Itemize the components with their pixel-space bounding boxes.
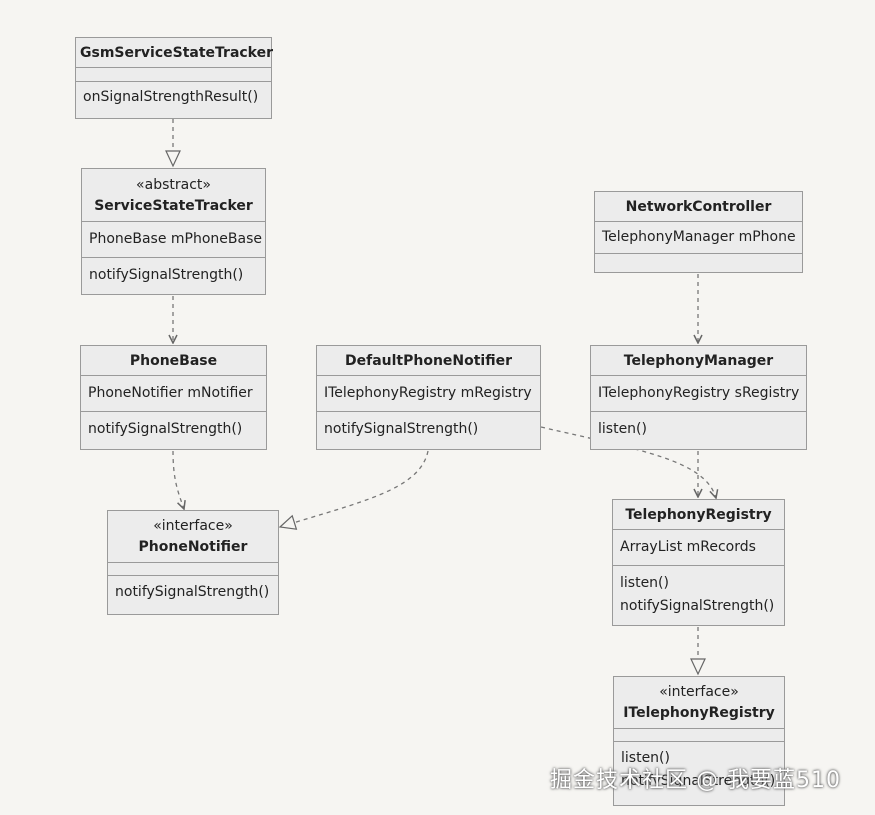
class-name: ServiceStateTracker [94,198,253,214]
methods-section: listen() [591,412,806,447]
method: notifySignalStrength() [115,584,270,600]
class-name: ITelephonyRegistry [623,705,775,721]
field: ArrayList mRecords [620,539,756,555]
class-networkcontroller: NetworkController TelephonyManager mPhon… [594,191,803,273]
method: notifySignalStrength() [324,421,479,437]
class-name: PhoneNotifier [138,539,248,555]
class-telephonymanager: TelephonyManager ITelephonyRegistry sReg… [590,345,807,450]
class-header: NetworkController [595,192,802,222]
method: listen() [598,421,647,437]
methods-section: notifySignalStrength() [108,576,278,609]
method: onSignalStrengthResult() [83,89,259,105]
fields-section [76,68,271,82]
field: PhoneNotifier mNotifier [88,385,253,401]
method: notifySignalStrength() [621,773,776,789]
methods-section: notifySignalStrength() [82,258,265,293]
class-name: NetworkController [625,199,772,215]
stereotype: «interface» [153,518,233,534]
class-defaultphonenotifier: DefaultPhoneNotifier ITelephonyRegistry … [316,345,541,450]
edge-phonebase-to-phonenotifier [172,450,184,509]
method: listen() [620,575,669,591]
methods-section: onSignalStrengthResult() [76,82,271,113]
class-header: GsmServiceStateTracker [76,38,274,68]
class-name: GsmServiceStateTracker [80,45,274,61]
fields-section [108,563,278,576]
fields-section [614,729,784,742]
methods-section: listen() notifySignalStrength() [614,742,784,798]
class-header: «interface» ITelephonyRegistry [614,677,784,729]
class-phonebase: PhoneBase PhoneNotifier mNotifier notify… [80,345,267,450]
fields-section: PhoneNotifier mNotifier [81,376,266,412]
methods-section: notifySignalStrength() [317,412,540,447]
edge-defaultphonenotifier-to-phonenotifier [278,450,429,530]
method: notifySignalStrength() [89,267,244,283]
class-name: TelephonyManager [623,353,774,369]
class-header: «abstract» ServiceStateTracker [82,169,265,222]
stereotype: «interface» [659,684,739,700]
fields-section: PhoneBase mPhoneBase [82,222,265,258]
class-header: TelephonyManager [591,346,806,376]
methods-section: notifySignalStrength() [81,412,266,447]
class-gsmservicestatetracker: GsmServiceStateTracker onSignalStrengthR… [75,37,274,119]
class-header: DefaultPhoneNotifier [317,346,540,376]
edge-defaultphonenotifier-to-telephonyregistry [540,426,716,498]
fields-section: ITelephonyRegistry sRegistry [591,376,806,412]
methods-section: listen() notifySignalStrength() [613,566,784,624]
class-name: DefaultPhoneNotifier [344,353,513,369]
class-header: «interface» PhoneNotifier [108,511,278,563]
method: listen() [621,750,670,766]
field: TelephonyManager mPhone [602,229,796,245]
field: PhoneBase mPhoneBase [89,231,263,247]
class-name: TelephonyRegistry [625,507,772,523]
class-header: TelephonyRegistry [613,500,784,530]
class-telephonyregistry: TelephonyRegistry ArrayList mRecords lis… [612,499,785,626]
class-servicestatetracker: «abstract» ServiceStateTracker PhoneBase… [81,168,266,295]
class-name: PhoneBase [129,353,218,369]
class-phonenotifier: «interface» PhoneNotifier notifySignalSt… [107,510,279,615]
method: notifySignalStrength() [620,598,775,614]
class-itelephonyregistry: «interface» ITelephonyRegistry listen() … [613,676,785,806]
field: ITelephonyRegistry sRegistry [598,385,800,401]
class-header: PhoneBase [81,346,266,376]
stereotype: «abstract» [136,177,211,193]
fields-section: ITelephonyRegistry mRegistry [317,376,540,412]
method: notifySignalStrength() [88,421,243,437]
field: ITelephonyRegistry mRegistry [324,385,532,401]
fields-section: TelephonyManager mPhone [595,222,802,254]
watermark: 掘金技术社区 @ 我要蓝510 [550,768,841,793]
methods-section [595,254,802,264]
fields-section: ArrayList mRecords [613,530,784,566]
